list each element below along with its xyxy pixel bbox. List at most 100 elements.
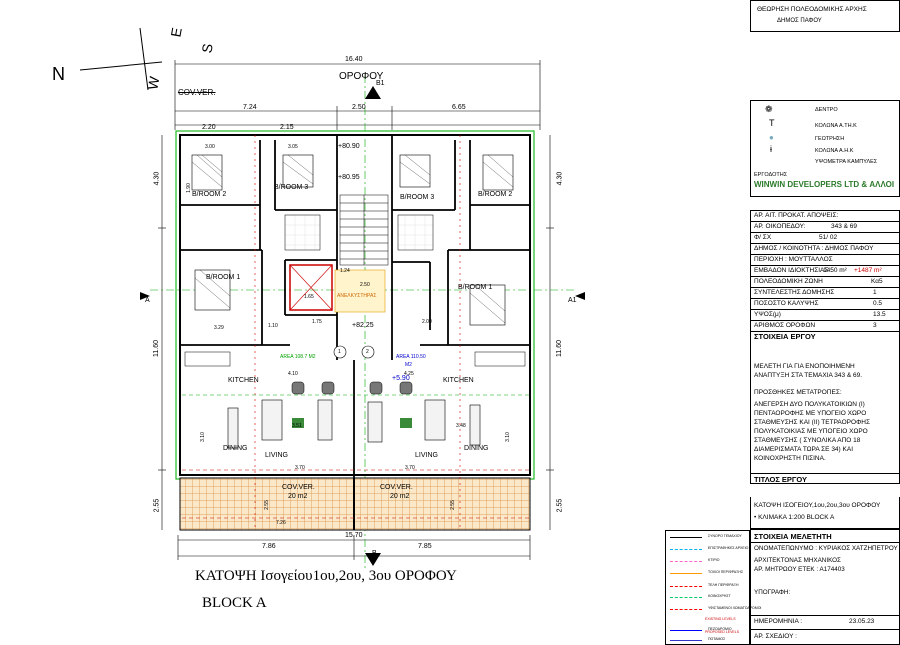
section-a1-label: A1 — [568, 297, 577, 304]
dim-bottom-total: 15.70 — [345, 532, 363, 539]
designer-name: ΟΝΟΜΑΤΕΠΩΝΥΜΟ : ΚΥΡΙΑΚΟΣ ΧΑΤΖΗΠΕΤΡΟΥ — [754, 545, 898, 552]
project-title-text: ΚΑΤΟΨΗ ΙΣΟΓΕΙΟΥ,1ου,2ου,3ου ΟΡΟΦΟΥ — [754, 502, 881, 509]
area-left: AREA 108.7 M2 — [280, 354, 316, 360]
living-right: LIVING — [415, 452, 438, 459]
dim-inner3: 1.10 — [268, 323, 278, 329]
drawing-no-label: ΑΡ. ΣΧΕΔΙΟΥ : — [754, 633, 797, 640]
dining-table-icon — [227, 399, 481, 449]
section-b-label: B — [372, 550, 377, 557]
line-legend-label: ΣΥΝΟΡΟ ΤΕΜΑΧΙΟΥ — [708, 534, 742, 538]
designer-reg: ΑΡ. ΜΗΤΡΩΟΥ ΕΤΕΚ : Α174403 — [754, 566, 845, 573]
dim-mid: 2.50 — [352, 104, 366, 111]
designer-box: ΣΤΟΙΧΕΙΑ ΜΕΛΕΤΗΤΗ ΟΝΟΜΑΤΕΠΩΝΥΜΟ : ΚΥΡΙΑΚ… — [750, 529, 900, 645]
dim-bottom-left: 7.86 — [262, 543, 276, 550]
line-legend-label: ΠΕΖΟΔΡΟΜΙΟ — [708, 627, 732, 631]
municipality-row: ΔΗΜΟΣ / ΚΟΙΝΟΤΗΤΑ : ΔΗΜΟΣ ΠΑΦΟΥ — [751, 244, 899, 255]
project-title-box: ΚΑΤΟΨΗ ΙΣΟΓΕΙΟΥ,1ου,2ου,3ου ΟΡΟΦΟΥ • ΚΛΙ… — [750, 497, 900, 529]
level-top2: +80.95 — [338, 174, 360, 181]
cov-ver-left-area: 20 m2 — [288, 493, 308, 500]
dim-total: 16.40 — [345, 56, 363, 63]
existing-levels-label: EXISTING LEVELS — [705, 617, 736, 621]
dim-inner4: 3.00 — [205, 144, 215, 150]
cov-ver-right: COV.VER. — [380, 484, 413, 491]
cov-ver-right-area: 20 m2 — [390, 493, 410, 500]
dim-inner14: 2.55 — [449, 500, 456, 510]
dim-left: 7.24 — [243, 104, 257, 111]
date-label: ΗΜΕΡΟΜΗΝΙΑ : — [754, 618, 803, 625]
dim-inner16: 1.65 — [304, 294, 314, 300]
borehole-icon: ● — [769, 133, 774, 142]
change-line: ΔΙΑΜΕΡΙΣΜΑΤΑ ΤΩΡΑ ΣΕ 34) ΚΑΙ — [754, 446, 853, 453]
designer-role: ΑΡΧΙΤΕΚΤΟΝΑΣ ΜΗΧΑΝΙΚΟΣ — [754, 557, 841, 564]
dim-bottom-right: 7.85 — [418, 543, 432, 550]
proposed-levels-label: PROPOSED LEVELS — [705, 630, 740, 634]
symbol-legend: ❁ ΔΕΝΤΡΟ T ΚΟΛΩΝΑ Α.ΤΗ.Κ ● ΓΕΩΤΡΗΣΗ ɨ ΚΟ… — [750, 100, 900, 197]
section-a-label: A — [145, 297, 150, 304]
legend-contour-label: ΥΨΟΜΕΤΡΑ ΚΑΜΠΥΛΕΣ — [815, 159, 878, 165]
dim-inner20: 3.10 — [199, 432, 206, 442]
floor-plan: N W E S — [52, 26, 585, 570]
dim-inner13: 2.55 — [263, 500, 270, 510]
owner-name: WINWIN DEVELOPERS LTD & ΑΛΛΟΙ — [754, 180, 895, 189]
unit-1-marker: 1 — [338, 349, 341, 355]
kitchen-right: KITCHEN — [443, 377, 474, 384]
dim-inner8: 3.51 — [292, 423, 302, 429]
dim-inner12: 7.26 — [276, 520, 286, 526]
lift-label: ΑΝΕΛΚΥΣΤΗΡΑΣ — [337, 293, 377, 299]
floor-label: ΟΡΟΦΟΥ — [339, 71, 384, 82]
dining-right: DINING — [464, 445, 489, 452]
level-top1: +80.90 — [338, 143, 360, 150]
dim-inner10: 3.70 — [295, 465, 305, 471]
drawing-title: ΚΑΤΟΨΗ Ισογείου1ου,2ου, 3ου ΟΡΟΦΟΥ — [195, 568, 457, 584]
change-line: ΣΤΑΘΜΕΥΣΗΣ ( ΣΥΝΟΛΙΚΑ ΑΠΟ 18 — [754, 437, 861, 444]
living-left: LIVING — [265, 452, 288, 459]
compass-e: E — [167, 26, 184, 38]
dim-inner1: 1.90 — [185, 183, 192, 193]
cov-ver-left: COV.VER. — [282, 484, 315, 491]
dim-left-top: 4.30 — [153, 171, 161, 186]
tree-icon: ❁ — [765, 104, 773, 114]
line-legend-label: ΠΟΤΑΜΟΣ — [708, 637, 726, 641]
project-header: ΣΤΟΙΧΕΙΑ ΕΡΓΟΥ — [754, 332, 816, 341]
line-legend-label: ΥΦΙΣΤΑΜΕΝΟΙ ΧΩΜΑΤΟΔΡΟΜΟΙ — [708, 606, 762, 610]
authority-title: ΘΕΩΡΗΣΗ ΠΟΛΕΟΔΟΜΙΚΗΣ ΑΡΧΗΣ — [757, 6, 867, 13]
line-legend-label: ΤΟΙΧΟΙ ΠΕΡΙΦΡΑΞΗΣ — [708, 570, 744, 574]
area-row: ΠΕΡΙΟΧΗ : ΜΟΥΤΤΑΛΛΟΣ — [751, 255, 899, 266]
room-b3-left: B/ROOM 3 — [274, 184, 309, 191]
dim-left-sub: 2.20 — [202, 124, 216, 131]
room-b1-left: B/ROOM 1 — [206, 274, 241, 281]
dim-inner11: 3.70 — [405, 465, 415, 471]
area-right-unit: M2 — [405, 362, 412, 368]
bed-icon — [191, 154, 514, 326]
legend-borehole-label: ΓΕΩΤΡΗΣΗ — [815, 136, 845, 142]
dim-right-bottom: 2.55 — [556, 498, 564, 513]
room-b3-right: B/ROOM 3 — [400, 194, 435, 201]
owner-label: ΕΡΓΟΔΟΤΗΣ — [754, 172, 788, 178]
signature-label: ΥΠΟΓΡΑΦΗ: — [754, 589, 791, 596]
project-desc-1: ΜΕΛΕΤΗ ΓΙΑ ΓΙΑ ΕΝΟΠΟΙΗΜΕΝΗ — [754, 363, 855, 370]
dim-inner6: 4.10 — [288, 371, 298, 377]
changes-header: ΠΡΟΣΘΗΚΕΣ ΜΕΤΑΤΡΟΠΕΣ: — [754, 389, 842, 396]
approval-box: ΘΕΩΡΗΣΗ ΠΟΛΕΟΔΟΜΙΚΗΣ ΑΡΧΗΣ ΔΗΜΟΣ ΠΑΦΟΥ — [750, 0, 900, 32]
dim-right: 6.65 — [452, 104, 466, 111]
line-legend-label: ΤΕΛΗ ΠΕΡΙΦΡΑΞΗ — [708, 583, 739, 587]
dim-inner5: 3.05 — [288, 144, 298, 150]
permit-row: ΑΡ. ΑΙΤ. ΠΡΟΚΑΤ. ΑΠΟΨΕΙΣ: — [751, 211, 899, 222]
area-right: AREA 110.50 — [396, 354, 426, 360]
compass-icon: N W E S — [52, 26, 216, 91]
dim-inner15: 1.24 — [340, 268, 350, 274]
dim-right-top: 4.30 — [556, 171, 564, 186]
compass-w: W — [144, 74, 162, 91]
pole-ath-icon: T — [769, 118, 775, 128]
change-line: ΠΕΝΤΑΟΡΟΦΗΣ ΜΕ ΥΠΟΓΕΙΟ ΧΩΡΟ — [754, 410, 867, 417]
project-desc-2: ΑΝΑΠΤΥΞΗ ΣΤΑ ΤΕΜΑΧΙΑ 343 & 69. — [754, 372, 863, 379]
plot-row: ΑΡ. ΟΙΚΟΠΕΔΟΥ:343 & 69 — [751, 222, 899, 233]
line-legend-label: ΕΠΙΣΤΡΑΦΗΚΕΣ ΑΡΧΕΙΟ — [708, 546, 749, 550]
authority-sub: ΔΗΜΟΣ ΠΑΦΟΥ — [777, 18, 822, 24]
site-info-table: ΑΡ. ΑΙΤ. ΠΡΟΚΑΤ. ΑΠΟΨΕΙΣ: ΑΡ. ΟΙΚΟΠΕΔΟΥ:… — [750, 210, 900, 350]
